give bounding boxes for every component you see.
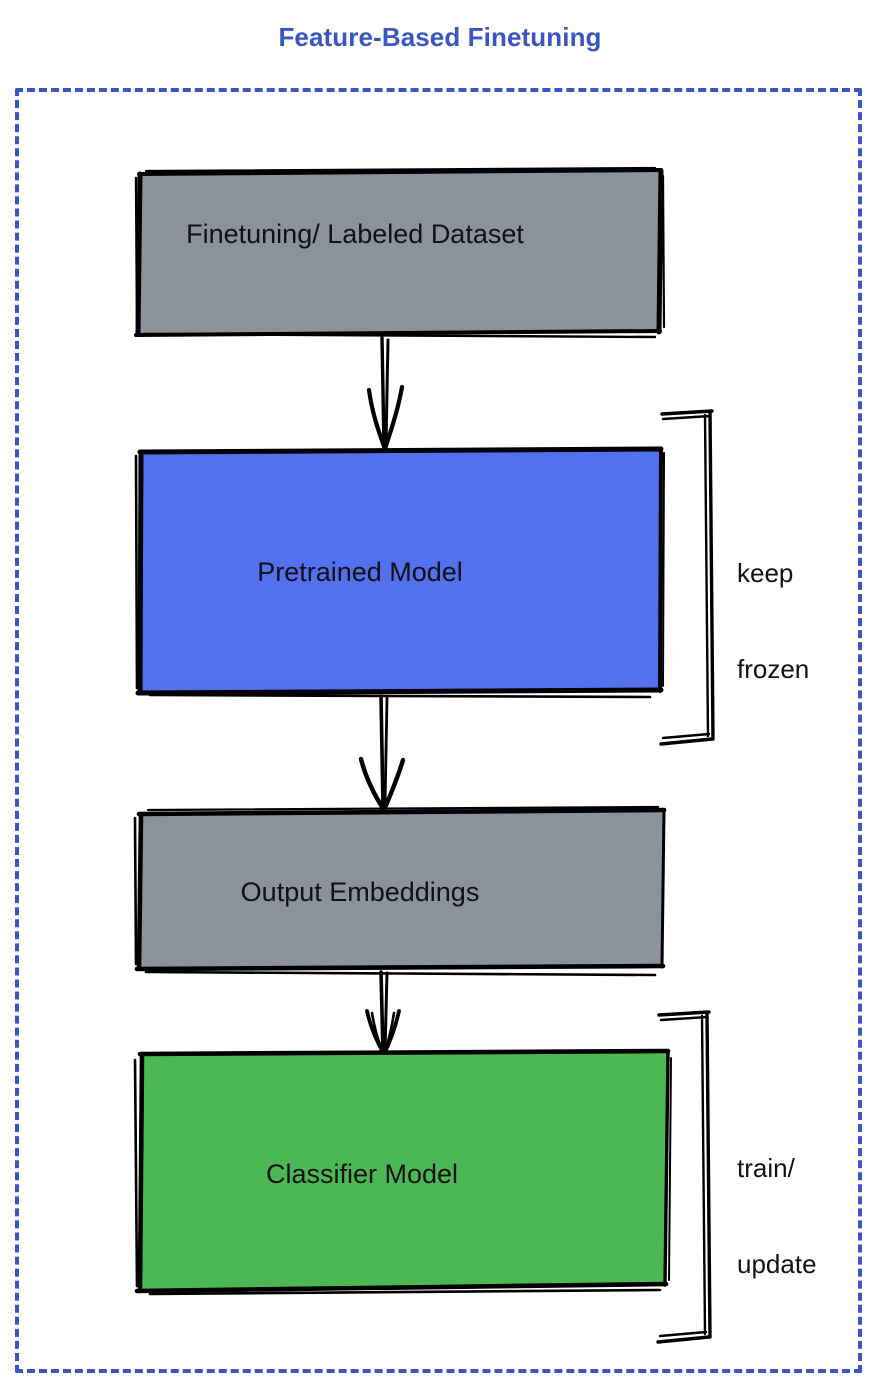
- annotation-keep-frozen-line1: keep: [737, 558, 794, 589]
- node-label-pretrained-model: Pretrained Model: [257, 557, 463, 587]
- dashed-outer-frame: [15, 88, 862, 1373]
- annotation-keep-frozen: keep frozen: [737, 495, 809, 749]
- page-title: Feature-Based Finetuning: [278, 22, 602, 52]
- node-label-finetuning-dataset: Finetuning/ Labeled Dataset: [186, 219, 524, 249]
- annotation-train-update-line1: train/: [737, 1153, 795, 1184]
- node-label-output-embeddings: Output Embeddings: [240, 877, 480, 907]
- annotation-keep-frozen-line2: frozen: [737, 653, 810, 684]
- annotation-train-update: train/ update: [737, 1090, 817, 1344]
- node-label-classifier-model: Classifier Model: [265, 1159, 459, 1189]
- annotation-train-update-line2: update: [737, 1248, 817, 1279]
